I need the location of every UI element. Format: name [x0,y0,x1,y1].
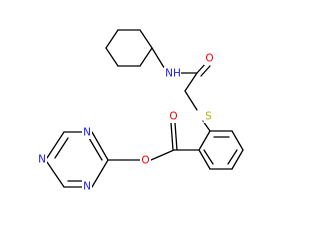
atom-n-triazine-3: N [37,153,47,166]
atom-o-ester-label: O [141,155,149,167]
bond-triazine [91,159,109,188]
bond-benzene-inner [203,149,214,165]
atom-n-triazine-1-label: N [83,127,91,139]
bond-benzene [198,130,211,151]
atom-n-triazine-2: N [82,180,92,193]
bond-amide-co-double [200,65,211,77]
bond-cyclohexane [105,47,119,67]
bond-benzene [231,130,244,151]
atom-o-amide: O [204,52,215,65]
atom-o-ester: O [140,154,151,167]
bond-triazine-inner [54,137,69,159]
bond-triazine [46,131,65,159]
atom-nh: NH [164,67,181,80]
bond-triazine-inner [88,137,103,161]
atom-n-triazine-2-label: N [83,181,91,193]
bond-ester-co [170,122,174,151]
bond-triazine [91,131,109,161]
bond-benzene-inner [227,149,238,165]
bonds [46,29,244,188]
bond-ch2-s [184,90,198,111]
bond-ester-co-double [174,122,178,151]
bond-amide-ch2 [184,72,198,92]
bond-triazine [46,161,65,188]
atom-o-carbonyl: O [168,110,179,123]
atom-n-triazine-1: N [82,126,92,139]
bond-benzene [198,149,211,170]
bond-ester-c-o [150,149,175,161]
bond-cyclohexane [105,29,119,49]
atom-labels: NH O S O O N N N [37,52,215,193]
atom-nh-label: NH [165,68,181,80]
bond-cyclohexane [139,47,153,67]
atom-s: S [203,110,214,123]
molecule-canvas: NH O S O O N N N [37,29,244,193]
molecule-structure: NH O S O O N N N [37,29,244,193]
atom-o-carbonyl-label: O [169,111,177,123]
atom-n-triazine-3-label: N [38,154,46,166]
bond-cyclohexane [139,29,153,49]
atom-s-label: S [205,111,212,123]
bond-ring-ch2 [151,47,164,67]
atom-o-amide-label: O [205,53,213,65]
bond-benzene [231,149,244,170]
